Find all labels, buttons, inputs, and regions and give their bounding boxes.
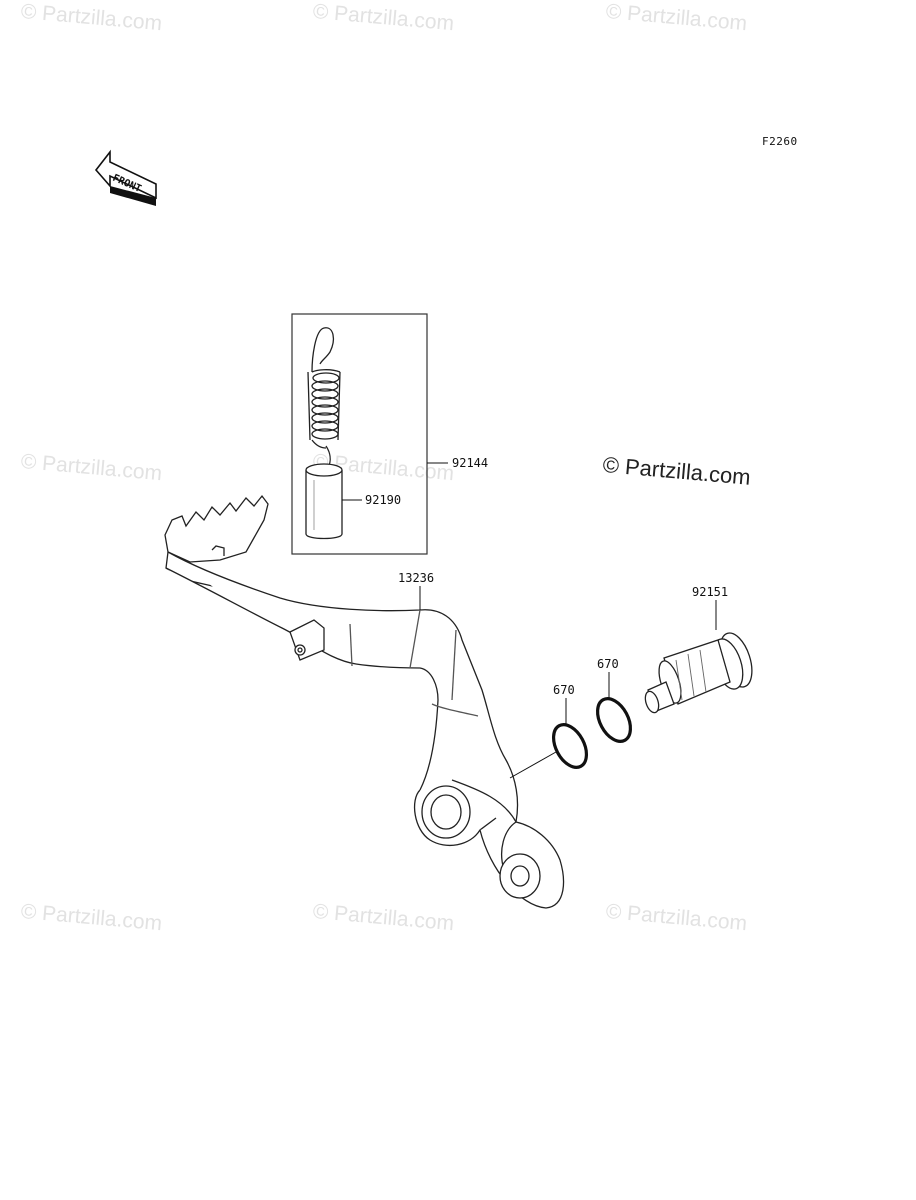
pivot-shaft-part[interactable] [643, 629, 758, 714]
figure-code: F2260 [762, 135, 798, 148]
leader-lines [342, 462, 717, 779]
part-number-92190[interactable]: 92190 [365, 493, 401, 507]
part-number-92144[interactable]: 92144 [452, 456, 488, 470]
part-number-670-inner[interactable]: 670 [553, 683, 575, 697]
brake-pedal-part[interactable] [164, 494, 565, 909]
o-ring-inner-part[interactable] [547, 719, 593, 773]
collar-part[interactable] [305, 463, 343, 540]
kit-box [291, 313, 428, 555]
part-number-13236[interactable]: 13236 [398, 571, 434, 585]
front-arrow-icon: FRONT [94, 149, 157, 206]
spring-part[interactable] [307, 327, 341, 473]
o-ring-outer-part[interactable] [591, 693, 637, 747]
part-number-670-outer[interactable]: 670 [597, 657, 619, 671]
part-number-92151[interactable]: 92151 [692, 585, 728, 599]
